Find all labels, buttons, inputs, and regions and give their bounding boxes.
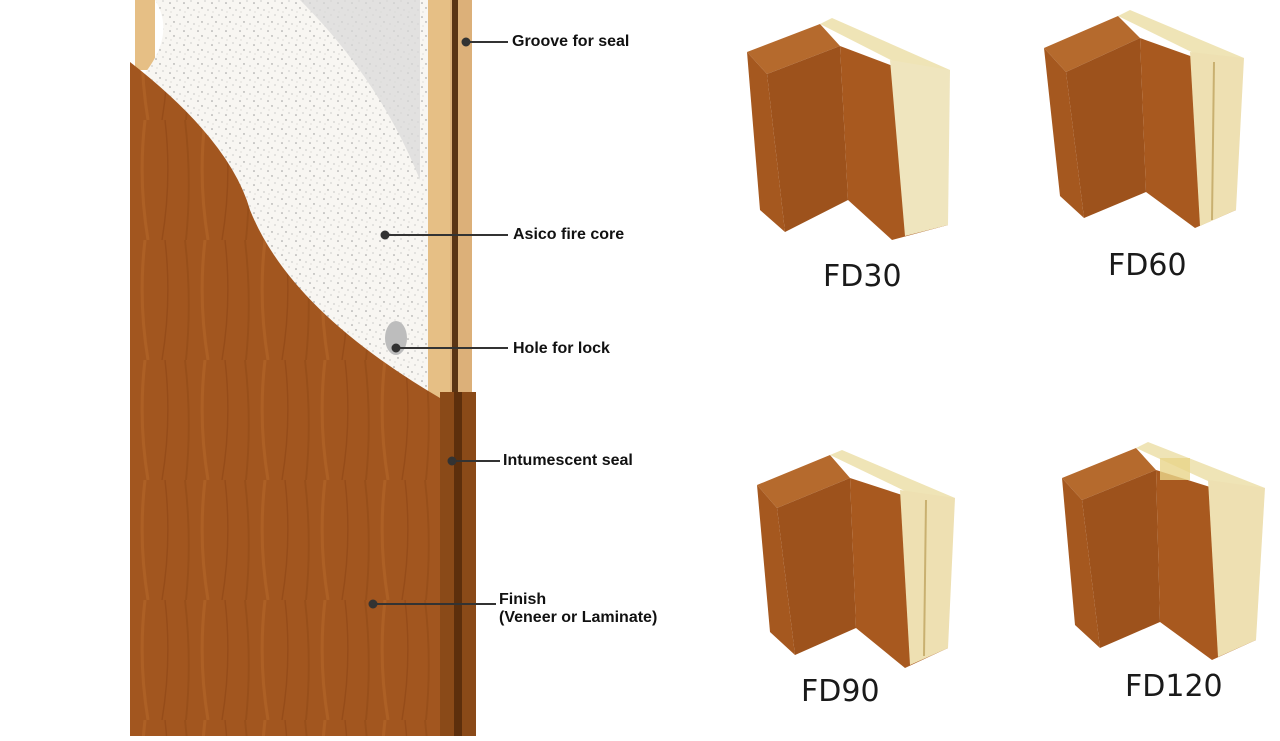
- profile-fd30: [747, 18, 950, 240]
- label-groove-for-seal: Groove for seal: [512, 33, 630, 50]
- leader-finish-dot: [368, 599, 378, 609]
- label-intumescent-seal: Intumescent seal: [503, 452, 633, 469]
- leader-lines: [368, 37, 508, 609]
- rating-fd120: FD120: [1125, 669, 1223, 704]
- leader-seal-dot: [447, 456, 457, 466]
- groove-line: [452, 0, 458, 400]
- rating-fd90: FD90: [801, 674, 880, 709]
- lock-hole: [385, 321, 407, 355]
- veneer-skin: [130, 62, 440, 736]
- profile-fd60: [1044, 10, 1244, 228]
- rating-fd30: FD30: [823, 259, 902, 294]
- rating-fd60: FD60: [1108, 248, 1187, 283]
- label-hole-for-lock: Hole for lock: [513, 340, 610, 357]
- label-finish-title: Finish: [499, 591, 547, 608]
- top-frame-edge: [135, 0, 155, 70]
- label-finish-detail: (Veneer or Laminate): [499, 609, 658, 626]
- side-frame: [428, 0, 450, 400]
- label-finish: Finish (Veneer or Laminate): [499, 591, 657, 627]
- core-shadow: [300, 0, 420, 180]
- profile-fd120: [1062, 442, 1265, 660]
- leader-groove-dot: [461, 37, 471, 47]
- intumescent-seal-strip: [454, 392, 462, 736]
- profile-fd90: [757, 450, 955, 668]
- leader-core-dot: [380, 230, 390, 240]
- leader-lock-dot: [391, 343, 401, 353]
- door-cutaway: [130, 0, 476, 736]
- label-fire-core: Asico fire core: [513, 226, 625, 243]
